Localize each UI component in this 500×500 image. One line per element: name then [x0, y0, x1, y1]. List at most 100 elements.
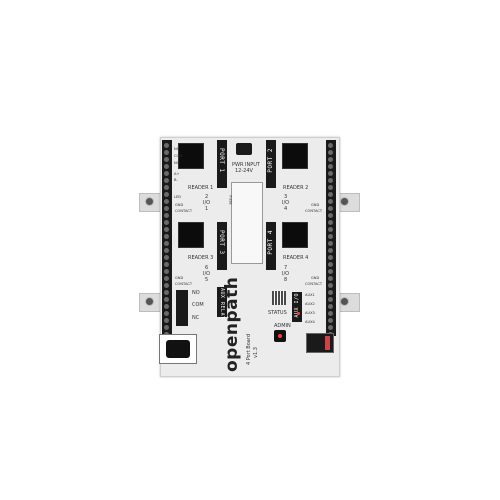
port3-label-band: PORT 3	[217, 222, 227, 270]
terminal-screw-icon	[164, 185, 169, 190]
port3-contact-label: CONTACT	[175, 282, 193, 286]
terminal-screw-icon	[164, 213, 169, 218]
row-label-nc: NC	[174, 147, 180, 151]
terminal-screw-icon	[328, 143, 333, 148]
mount-screw-icon	[340, 197, 349, 206]
terminal-screw-icon	[164, 220, 169, 225]
status-label: STATUS	[268, 310, 287, 316]
aux-relay-band: AUX RELAY	[217, 287, 227, 320]
power-barrel-connector[interactable]	[159, 334, 197, 364]
terminal-screw-icon	[328, 269, 333, 274]
port2-contact-label: CONTACT	[305, 209, 323, 213]
terminal-screw-icon	[328, 311, 333, 316]
row-label-com: COM	[174, 154, 183, 158]
qr-code	[272, 291, 286, 305]
port1-io-num-a: 2	[205, 194, 209, 200]
terminal-screw-icon	[328, 304, 333, 309]
port1-relay	[178, 143, 204, 169]
terminal-screw-icon	[164, 143, 169, 148]
admin-led-icon	[278, 334, 282, 338]
aux-io-4: AUX4	[305, 320, 315, 324]
ethernet-port[interactable]	[306, 333, 334, 353]
port2-reader-label: READER 2	[283, 185, 309, 191]
row-label-no: NO	[174, 161, 180, 165]
terminal-screw-icon	[164, 192, 169, 197]
terminal-screw-icon	[328, 290, 333, 295]
port3-io-num-b: 5	[205, 277, 209, 283]
port2-io-num-a: 3	[284, 194, 288, 200]
port1-label: PORT 1	[218, 148, 225, 173]
port4-io-label: I/O	[282, 271, 290, 277]
admin-label: ADMIN	[274, 323, 291, 329]
row-label-a: A+	[174, 172, 180, 176]
admin-button[interactable]	[274, 330, 286, 342]
port3-io-num-a: 6	[205, 265, 209, 271]
port1-io-label: I/O	[203, 200, 211, 206]
mount-screw-icon	[340, 297, 349, 306]
port4-gnd-label: GND	[311, 276, 320, 280]
terminal-screw-icon	[164, 241, 169, 246]
port2-relay	[282, 143, 308, 169]
port3-label: PORT 3	[218, 230, 225, 255]
terminal-screw-icon	[164, 290, 169, 295]
port3-relay	[178, 222, 204, 248]
board-subtitle: 4 Port Board	[246, 334, 252, 365]
terminal-screw-icon	[164, 311, 169, 316]
aux-relay-connector	[176, 290, 188, 326]
aux-io-3: AUX3	[305, 311, 315, 315]
terminal-screw-icon	[164, 164, 169, 169]
port4-label-band: PORT 4	[266, 222, 276, 270]
center-module	[231, 182, 263, 264]
terminal-screw-icon	[164, 227, 169, 232]
terminal-screw-icon	[328, 206, 333, 211]
terminal-screw-icon	[328, 234, 333, 239]
power-plug-icon	[166, 340, 190, 358]
aux-io-1: AUX1	[305, 293, 315, 297]
terminal-screw-icon	[164, 248, 169, 253]
port2-gnd-label: GND	[311, 203, 320, 207]
terminal-screw-icon	[328, 185, 333, 190]
terminal-screw-icon	[164, 276, 169, 281]
aux-relay-nc: NC	[192, 315, 200, 321]
terminal-screw-icon	[328, 248, 333, 253]
terminal-screw-icon	[164, 171, 169, 176]
terminal-screw-icon	[328, 164, 333, 169]
terminal-screw-icon	[164, 150, 169, 155]
port3-gnd-label: GND	[175, 276, 184, 280]
terminal-screw-icon	[164, 325, 169, 330]
terminal-screw-icon	[164, 283, 169, 288]
port2-io-label: I/O	[282, 200, 290, 206]
mount-screw-icon	[145, 297, 154, 306]
port3-reader-label: READER 3	[188, 255, 214, 261]
terminal-screw-icon	[164, 234, 169, 239]
terminal-screw-icon	[328, 241, 333, 246]
port4-io-num-a: 7	[284, 265, 288, 271]
board-version: v1.3	[253, 347, 259, 358]
aux-relay-com: COM	[192, 302, 204, 308]
port1-io-num-b: 1	[205, 206, 209, 212]
terminal-screw-icon	[328, 297, 333, 302]
terminal-screw-icon	[328, 192, 333, 197]
power-input-title: PWR INPUT	[232, 162, 260, 168]
terminal-screw-icon	[164, 178, 169, 183]
port4-relay	[282, 222, 308, 248]
aux-io-band: AUX I/O	[292, 292, 302, 322]
port4-reader-label: READER 4	[283, 255, 309, 261]
terminal-screw-icon	[164, 297, 169, 302]
terminal-screw-icon	[328, 318, 333, 323]
terminal-screw-icon	[164, 318, 169, 323]
port1-gnd-label: GND	[175, 203, 184, 207]
port1-label-band: PORT 1	[217, 140, 227, 188]
terminal-screw-icon	[328, 178, 333, 183]
terminal-screw-icon	[328, 276, 333, 281]
terminal-screw-icon	[164, 255, 169, 260]
terminal-screw-icon	[164, 262, 169, 267]
terminal-screw-icon	[328, 255, 333, 260]
port2-io-num-b: 4	[284, 206, 288, 212]
status-led-icon	[297, 312, 300, 315]
aux-relay-label: AUX RELAY	[219, 288, 225, 320]
port2-label: PORT 2	[267, 148, 274, 173]
ethernet-led-icon	[325, 336, 330, 350]
terminal-screw-icon	[328, 150, 333, 155]
brand-logo-text: openpath	[222, 276, 242, 372]
